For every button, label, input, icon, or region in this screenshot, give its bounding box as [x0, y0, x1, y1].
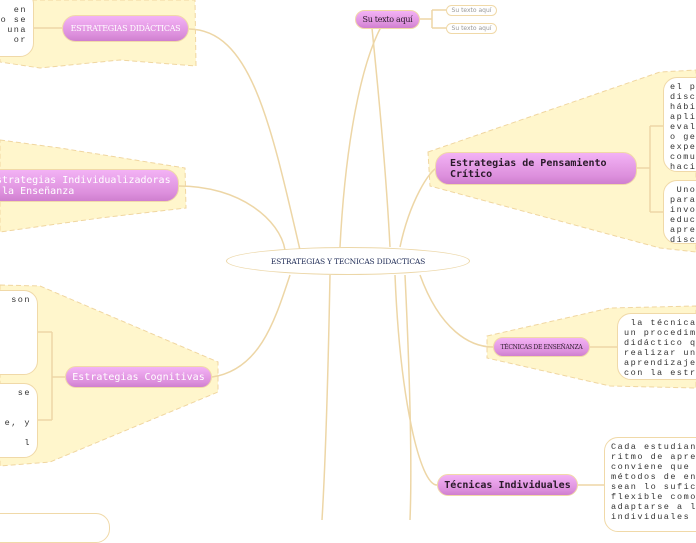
note-pensamiento-2[interactable]: Uno para invo educ apre disc	[663, 180, 696, 244]
note-cognitivas-2[interactable]: se e, y l	[0, 383, 38, 458]
topic-cognitivas[interactable]: Estrategias Cognitivas	[65, 366, 212, 388]
subtopic-placeholder-1[interactable]: Su texto aquí	[446, 5, 497, 16]
subtopic-placeholder-2[interactable]: Su texto aquí	[446, 23, 497, 34]
note-tecnicas-individuales[interactable]: Cada estudiant ritmo de apren conviene q…	[604, 437, 696, 532]
topic-estrategias-didacticas[interactable]: ESTRATEGIAS DIDÁCTICAS	[62, 15, 189, 42]
central-topic[interactable]: ESTRATEGIAS Y TECNICAS DIDACTICAS	[226, 247, 470, 275]
note-tecnicas-ensenanza[interactable]: la técnica un procedimi didáctico qu rea…	[617, 313, 696, 380]
topic-placeholder[interactable]: Su texto aquí	[355, 10, 420, 29]
note-pensamiento-1[interactable]: el p disc hábi apli eval o ge expe comu …	[663, 77, 696, 172]
note-cognitivas-1[interactable]: son	[0, 290, 38, 375]
note-didacticas[interactable]: en o se una or	[0, 0, 34, 57]
topic-tecnicas-individuales[interactable]: Técnicas Individuales	[437, 474, 578, 496]
note-bottom-left[interactable]	[0, 513, 110, 543]
topic-pensamiento-critico[interactable]: Estrategias de Pensamiento Crítico	[435, 152, 637, 185]
topic-individualizadoras[interactable]: strategias Individualizadoras la Enseñan…	[0, 169, 179, 202]
topic-tecnicas-ensenanza[interactable]: TÉCNICAS DE ENSEÑANZA	[493, 337, 590, 357]
